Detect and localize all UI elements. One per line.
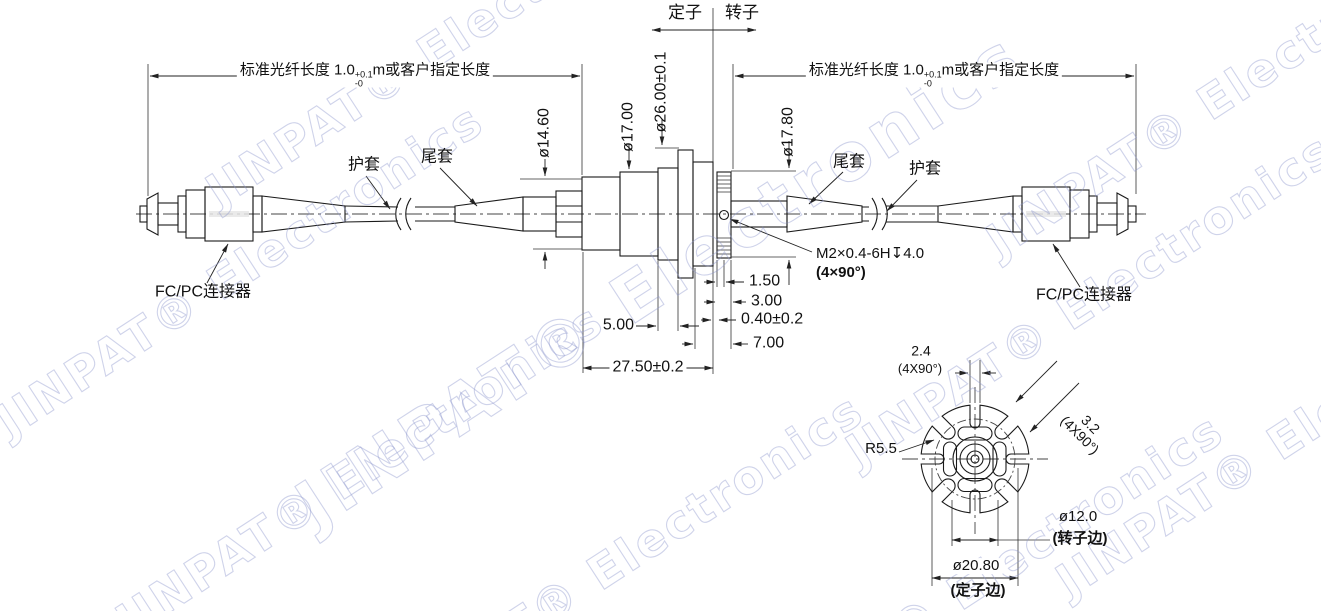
- tolerance-lower: -0: [354, 78, 363, 88]
- end-view: [920, 404, 1030, 514]
- extension-lines: [147, 64, 1137, 586]
- dim-7-00: 7.00: [753, 334, 785, 352]
- fiber-length-prefix: 标准光纤长度 1.0: [239, 61, 355, 79]
- thread-spec-label: M2×0.4-6H↧4.0: [816, 245, 925, 263]
- sheath-leader-right: [886, 179, 918, 212]
- scalloped-flange-profile: [920, 404, 1030, 514]
- sheath-label-left: 护套: [347, 156, 381, 174]
- dim-1-50: 1.50: [749, 272, 781, 290]
- lobe-north: [957, 426, 993, 441]
- m2-tapped-hole: [718, 209, 730, 221]
- fiber-length-suffix: m或客户指定长度: [372, 61, 491, 79]
- dim-r5-5: R5.5: [865, 440, 897, 458]
- leader-lines: [206, 167, 1081, 453]
- connector-label-left: FC/PC连接器: [154, 283, 252, 301]
- sheath-label-right: 护套: [908, 160, 942, 178]
- lobe-east: [992, 441, 1007, 477]
- dimension-lines: [149, 27, 1135, 581]
- flange-pilot: [692, 161, 714, 267]
- tail-boot-right: [786, 195, 863, 233]
- dim-0-40: 0.40±0.2: [741, 310, 804, 328]
- cable-break-symbol-right: [871, 197, 888, 231]
- lobe-west: [942, 441, 958, 477]
- connector-label-right: FC/PC连接器: [1035, 286, 1133, 304]
- dim-5-00: 5.00: [602, 316, 634, 334]
- dim-d26-00: ø26.00±0.1: [652, 51, 670, 133]
- ferrule-tip-right: [1127, 205, 1137, 223]
- ferrule-right: [1116, 192, 1129, 236]
- r5-5-leader: [898, 439, 935, 453]
- dim-3-00: 3.00: [751, 292, 783, 310]
- bolt-circle: [934, 418, 1016, 500]
- stator-body: [522, 149, 714, 279]
- sheath-leader-left: [365, 175, 391, 210]
- stator-side-note: (定子边): [950, 582, 1006, 600]
- stator-label: 定子: [668, 3, 702, 23]
- boot-label-left: 尾套: [420, 148, 454, 166]
- boot-label-right: 尾套: [832, 153, 866, 171]
- dim-d14-60: ø14.60: [535, 108, 553, 158]
- connector-leader-left: [206, 243, 229, 284]
- dim-d17-80: ø17.80: [779, 107, 797, 157]
- m2-thread-leader: [729, 218, 813, 253]
- left-fcpc-connector: [139, 186, 263, 242]
- lobe-south: [957, 477, 993, 493]
- thread-note-label: (4×90°): [816, 264, 866, 282]
- dim-slot-note: (4X90°): [897, 361, 943, 377]
- dim-d17-00: ø17.00: [619, 102, 637, 152]
- rotor-label: 转子: [725, 3, 759, 23]
- connector-leader-right: [1052, 243, 1081, 288]
- dim-stator-dia: ø20.80: [949, 558, 1003, 574]
- boot-leader-left: [439, 167, 478, 207]
- boot-leader-right: [808, 171, 844, 205]
- dim-rotor-dia: ø12.0: [1058, 508, 1098, 526]
- dim-slot-2-4: 2.4: [911, 342, 931, 359]
- dim-27-50: 27.50±0.2: [609, 359, 687, 377]
- cable-break-symbol: [395, 197, 412, 231]
- rotor-side-note: (转子边): [1052, 530, 1108, 548]
- right-fcpc-connector: [1012, 186, 1137, 242]
- ferrule: [146, 192, 159, 236]
